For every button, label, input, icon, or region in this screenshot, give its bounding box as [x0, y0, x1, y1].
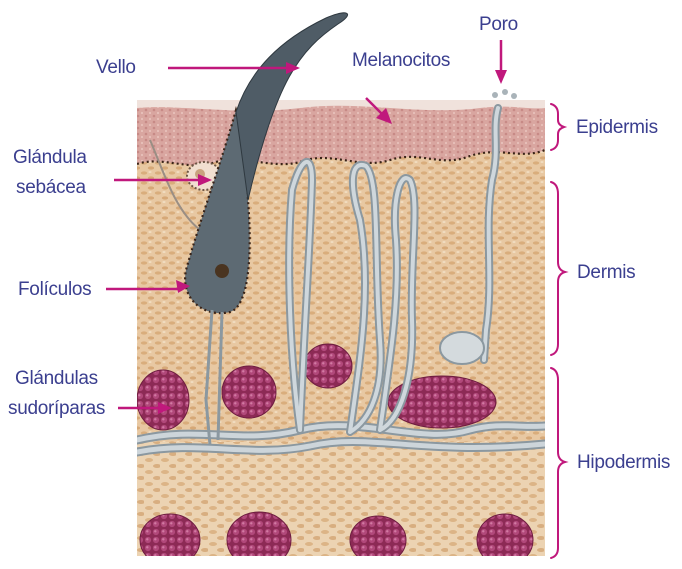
hair-bulb: [215, 264, 229, 278]
brace-hipodermis: [551, 368, 565, 558]
label-glandulas-sudoriparas-line1: Glándulas: [15, 366, 98, 392]
label-melanocitos: Melanocitos: [352, 50, 450, 72]
label-foliculos: Folículos: [18, 279, 91, 301]
label-glandula-sebacea-line1: Glándula: [13, 145, 87, 171]
label-poro: Poro: [479, 14, 518, 36]
label-vello: Vello: [96, 57, 136, 79]
sweat-coil: [440, 332, 484, 364]
skin-block: [137, 93, 545, 564]
brace-dermis: [551, 182, 565, 355]
label-glandulas-sudoriparas-line2: sudoríparas: [8, 396, 105, 422]
label-dermis: Dermis: [577, 262, 635, 284]
pore: [492, 89, 517, 99]
layer-braces: [551, 104, 565, 558]
label-epidermis: Epidermis: [576, 117, 658, 139]
label-hipodermis: Hipodermis: [577, 452, 670, 474]
label-glandula-sebacea-line2: sebácea: [16, 175, 86, 201]
brace-epidermis: [551, 104, 564, 150]
